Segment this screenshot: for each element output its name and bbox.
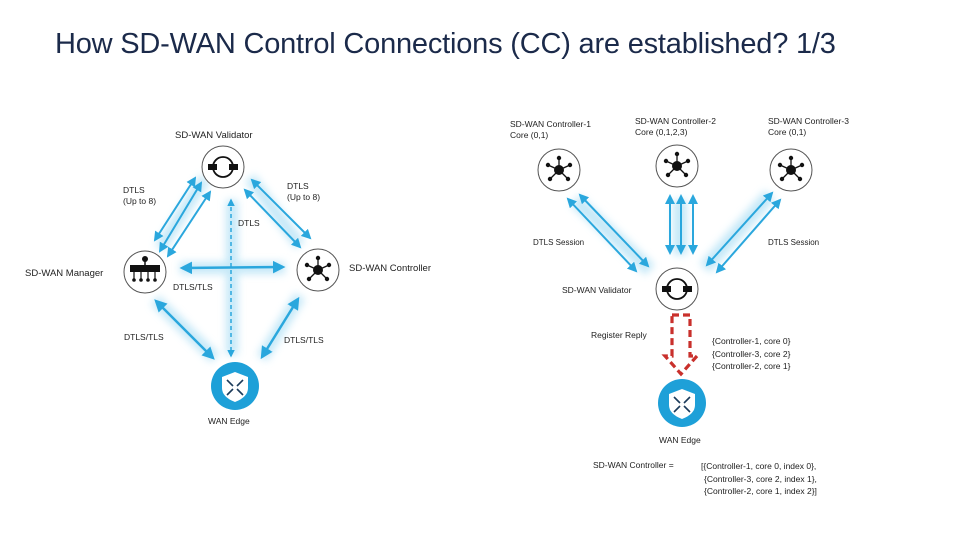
controller-cores: Core (0,1) [510,129,549,140]
register-reply-label: Register Reply [591,330,647,340]
validator-icon [208,156,238,178]
validator-icon [662,278,692,300]
right-links [566,191,782,274]
link-label-line2: (Up to 8) [123,195,157,206]
link-label-manager-edge: DTLS/TLS [124,332,164,342]
wan-edge-node-right[interactable] [658,379,706,427]
manager-node[interactable] [123,250,167,294]
link-label-controller-validator: DTLS (Up to 8) [287,181,320,202]
controller-icon [777,155,805,182]
right-link-glows [570,190,776,276]
controller-cores: Core (0,1,2,3) [635,126,688,137]
controller-1-node[interactable] [537,148,581,192]
label-manager: SD-WAN Manager [25,268,104,279]
link-controller-edge [260,296,300,360]
reply-entry: {Controller-3, core 2} [712,348,791,359]
controller-list-entry: {Controller-3, core 2, index 1}, [704,473,817,484]
link-manager-controller [179,260,286,275]
link-manager-validator-2 [158,181,203,253]
controller-name: SD-WAN Controller-2 [635,116,716,126]
link-c3-validator-1 [705,191,774,267]
controller-cores: Core (0,1) [768,126,807,137]
link-label-manager-validator: DTLS (Up to 8) [123,185,156,206]
link-c1-validator-2 [578,193,650,268]
link-c1-validator-1 [566,197,638,273]
manager-icon [130,256,160,282]
link-controller-validator-2 [243,188,302,249]
link-label-line1: DTLS [123,185,145,195]
links-controller-validator [243,178,312,249]
link-label-line2: (Up to 8) [287,191,321,202]
link-label-controller-edge: DTLS/TLS [284,335,324,345]
dtls-session-label-left: DTLS Session [533,238,585,247]
link-manager-edge [154,299,215,360]
wan-edge-icon [222,372,248,402]
controller-3-node[interactable] [769,148,813,192]
controller-list: [{Controller-1, core 0, index 0}, {Contr… [701,460,817,498]
validator-label-right: SD-WAN Validator [562,285,632,295]
controller-icon [304,255,332,282]
validator-node-left[interactable] [201,145,245,189]
wan-edge-label-right: WAN Edge [659,435,701,445]
link-c3-validator-2 [715,198,782,274]
reply-entry: {Controller-2, core 1} [712,361,791,371]
controller-1-label: SD-WAN Controller-1 Core (0,1) [510,119,591,140]
label-wan-edge: WAN Edge [208,416,250,426]
controller-icon [545,155,573,182]
controller-list-entry: [{Controller-1, core 0, index 0}, [701,461,817,471]
reply-entry: {Controller-1, core 0} [712,336,791,346]
link-label-manager-controller: DTLS/TLS [173,282,213,292]
validator-node-right[interactable] [655,267,699,311]
link-label-edge-validator: DTLS [238,218,260,228]
label-validator: SD-WAN Validator [175,130,253,141]
link-label-line1: DTLS [287,181,309,191]
label-controller: SD-WAN Controller [349,263,431,274]
controller-3-label: SD-WAN Controller-3 Core (0,1) [768,116,849,137]
controller-icon [663,151,691,178]
controller-name: SD-WAN Controller-1 [510,119,591,129]
controller-2-label: SD-WAN Controller-2 Core (0,1,2,3) [635,116,716,137]
register-reply-entries: {Controller-1, core 0} {Controller-3, co… [712,335,790,373]
wan-edge-icon [669,389,695,419]
controller-name: SD-WAN Controller-3 [768,116,849,126]
register-reply-arrow [661,313,701,377]
controller-list-prefix: SD-WAN Controller = [593,460,674,470]
link-manager-validator-3 [166,190,212,258]
controller-2-node[interactable] [655,144,699,188]
links-manager-validator [153,176,212,258]
dtls-session-label-right: DTLS Session [768,238,820,247]
wan-edge-node-left[interactable] [211,362,259,410]
slide-title: How SD-WAN Control Connections (CC) are … [55,28,836,60]
controller-list-entry: {Controller-2, core 1, index 2}] [704,486,817,496]
controller-node-left[interactable] [296,248,340,292]
